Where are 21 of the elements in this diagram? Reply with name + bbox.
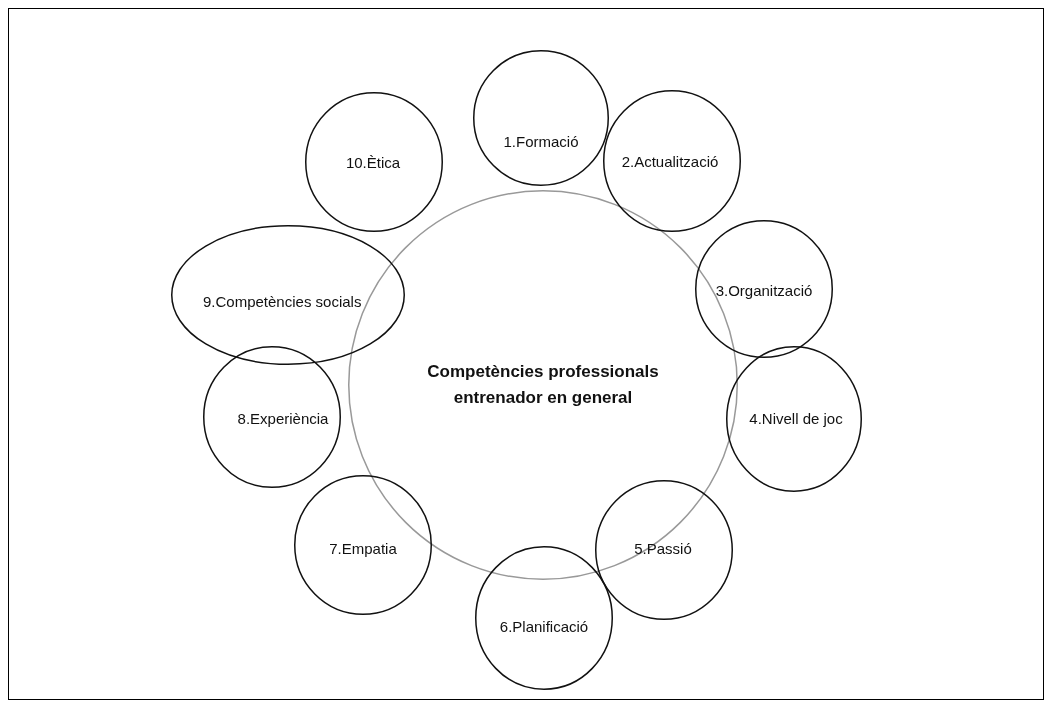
competence-label: 7.Empatia [329, 539, 397, 557]
competence-label: 3.Organització [715, 281, 813, 299]
competence-label: 10.Ètica [345, 153, 401, 171]
competence-label: 9.Competències socials [203, 292, 363, 310]
competence-circle [475, 546, 613, 690]
competence-label: 6.Planificació [499, 617, 589, 635]
competence-label: 2.Actualització [621, 152, 719, 170]
competence-circle [294, 475, 432, 615]
competence-circle [473, 50, 609, 186]
central-title: Competències professionals entrenador en general [426, 360, 660, 409]
competence-label: 1.Formació [503, 132, 579, 150]
competence-circle [603, 90, 741, 232]
competence-circle [203, 346, 341, 488]
competence-label: 4.Nivell de joc [749, 409, 843, 427]
competence-circle [595, 480, 733, 620]
competence-circle [171, 225, 405, 365]
competence-label: 5.Passió [634, 539, 692, 557]
competence-circle [695, 220, 833, 358]
competence-circle [726, 346, 862, 492]
competence-circle [305, 92, 443, 232]
competence-label: 8.Experiència [237, 409, 329, 427]
